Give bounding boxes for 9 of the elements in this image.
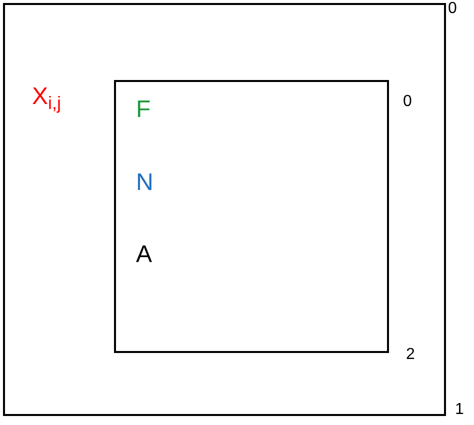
frame-box xyxy=(114,80,389,353)
symbol-label: N xyxy=(136,171,154,195)
symbol-label: A xyxy=(136,243,152,267)
symbol-label: F xyxy=(136,98,151,122)
frame-box xyxy=(3,3,446,416)
corner-index: 2 xyxy=(406,347,415,363)
corner-index: 1 xyxy=(455,402,464,418)
corner-index: 0 xyxy=(448,1,457,17)
corner-index: 0 xyxy=(403,94,412,110)
